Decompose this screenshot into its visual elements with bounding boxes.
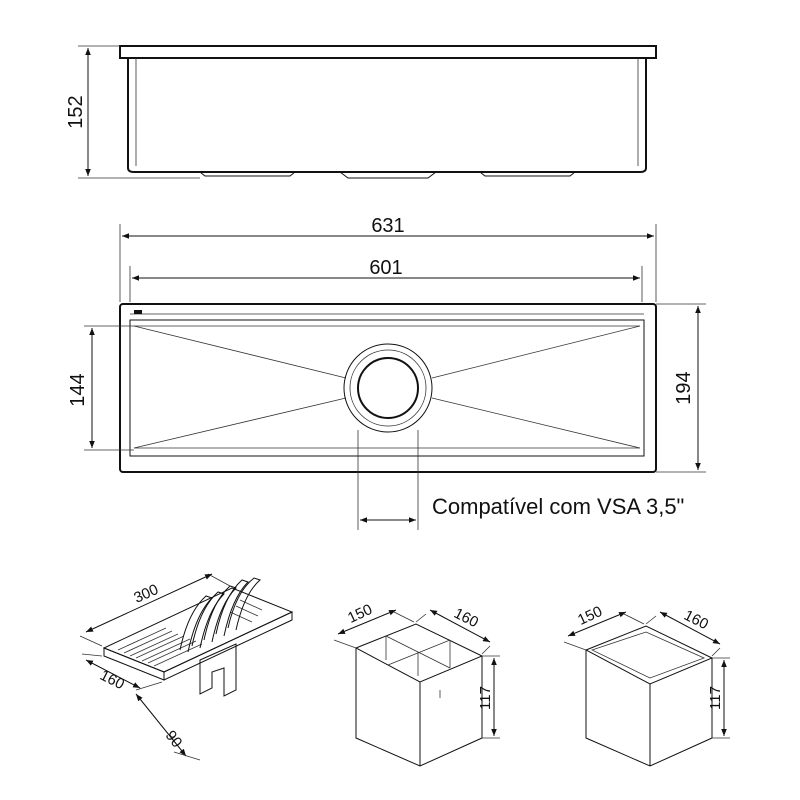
plain-bin: 150 160 117 [563, 603, 730, 767]
drain-outer-ring [343, 343, 433, 433]
side-height-label: 152 [65, 95, 87, 128]
brand-mark [134, 310, 142, 314]
sink-outer-rim [119, 303, 657, 473]
outer-width-label: 631 [371, 215, 404, 237]
rack-width-dimension-line [85, 659, 141, 689]
plain-bin-rim [584, 625, 714, 685]
top-view: 631 601 144 194 C [67, 215, 706, 530]
side-view-drain [339, 171, 437, 179]
rack-length-dimension-line [85, 573, 213, 633]
bin-divider-2 [387, 639, 451, 666]
side-view-rim [119, 45, 657, 59]
side-view-foot-left [199, 171, 296, 177]
plain-bin-height-label: 117 [707, 686, 724, 710]
plain-bin-length-dimension-line [659, 611, 721, 645]
divided-bin-length-dimension-line [429, 609, 491, 643]
dish-rack: 300 160 90 [79, 573, 294, 761]
divided-bin-length-label: 160 [451, 605, 481, 632]
divided-bin-width-label: 150 [345, 601, 375, 627]
side-view: 152 [65, 45, 657, 179]
divided-bin: 150 160 117 [333, 601, 500, 767]
drain-compat-note: Compatível com VSA 3,5" [432, 494, 684, 519]
inner-height-label: 144 [67, 373, 89, 406]
rack-depth-label: 90 [162, 727, 186, 751]
drain-hole [357, 357, 419, 419]
side-view-foot-right [479, 171, 576, 177]
divided-bin-width-dimension-line [337, 609, 397, 635]
plain-bin-width-dimension-line [567, 611, 627, 637]
side-view-basin [127, 58, 647, 173]
outer-height-label: 194 [673, 371, 695, 404]
divided-bin-body [355, 648, 483, 767]
plain-bin-width-label: 150 [575, 603, 605, 629]
rack-width-label: 160 [97, 667, 127, 694]
plain-bin-body [585, 650, 713, 767]
divided-bin-height-label: 117 [477, 686, 494, 710]
rack-depth-dimension-line [135, 693, 187, 757]
divided-bin-rim [354, 623, 484, 683]
inner-width-label: 601 [369, 257, 402, 279]
rack-length-label: 300 [131, 581, 161, 607]
plain-bin-length-label: 160 [681, 607, 711, 634]
sink-inner-basin [129, 319, 645, 457]
